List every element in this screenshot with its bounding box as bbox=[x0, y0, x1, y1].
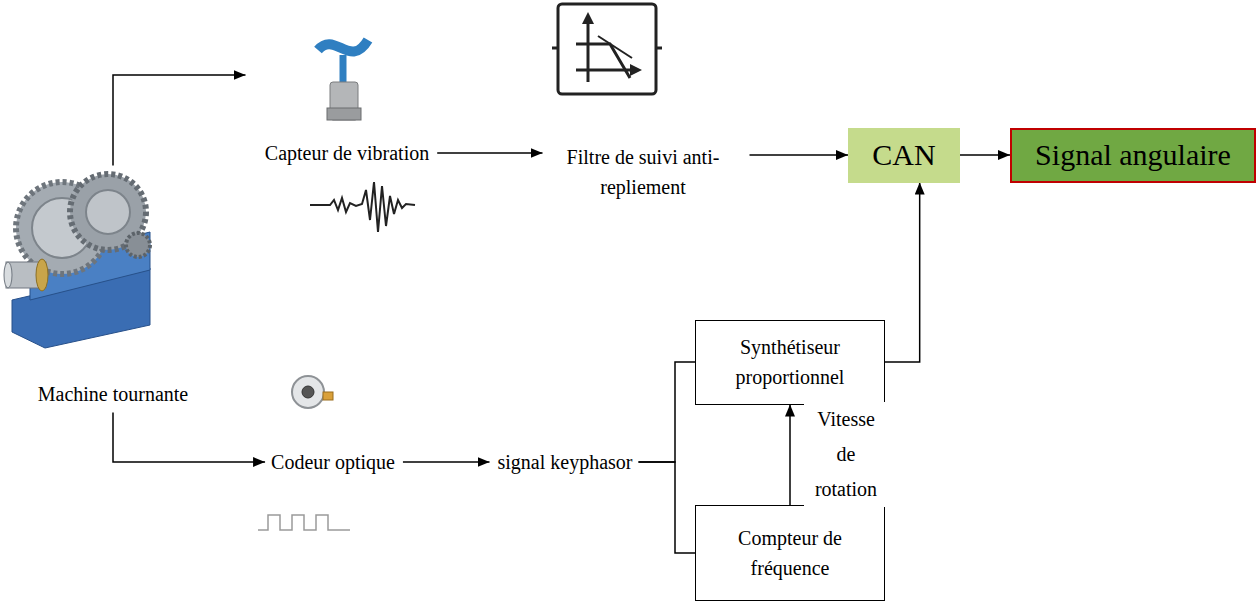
node-label: Machine tournante bbox=[38, 379, 189, 409]
node-label: Synthétiseur proportionnel bbox=[704, 332, 876, 392]
connector-arrow bbox=[113, 75, 246, 166]
encoder-picture bbox=[292, 376, 333, 408]
connector-arrow bbox=[437, 152, 542, 154]
gearbox-picture bbox=[4, 174, 150, 348]
node-label: Signal angulaire bbox=[1035, 135, 1231, 175]
connector-arrow bbox=[403, 461, 490, 463]
pulse-waveform bbox=[258, 515, 350, 530]
node-label: Compteur de fréquence bbox=[704, 523, 876, 583]
sensor-picture bbox=[318, 40, 368, 120]
connector-arrow bbox=[885, 183, 920, 363]
machine-node: Machine tournante bbox=[0, 166, 226, 411]
process-box: Synthétiseur proportionnel bbox=[695, 320, 885, 405]
signal-node: signal keyphasor bbox=[473, 445, 658, 479]
encoder-node: Codeur optique bbox=[253, 445, 413, 479]
edge-label: Vitesse de rotation bbox=[804, 402, 888, 507]
node-label: Filtre de suivi anti-repliement bbox=[551, 142, 736, 202]
vibration-waveform bbox=[310, 182, 415, 232]
connector-arrow bbox=[113, 413, 265, 463]
connector-arrow bbox=[638, 462, 695, 553]
filter-node: Filtre de suivi anti-repliement bbox=[543, 139, 743, 205]
connector-arrow bbox=[638, 362, 695, 462]
node-label: signal keyphasor bbox=[498, 447, 633, 477]
filter-icon bbox=[552, 4, 662, 94]
connector-arrow bbox=[789, 405, 791, 506]
connector-arrow bbox=[750, 154, 849, 156]
output-box: Signal angulaire bbox=[1010, 128, 1256, 183]
node-label: Capteur de vibration bbox=[265, 138, 429, 168]
node-label: CAN bbox=[872, 135, 935, 175]
process-box: Compteur de fréquence bbox=[695, 505, 885, 601]
node-label: Codeur optique bbox=[271, 447, 395, 477]
sensor-node: Capteur de vibration bbox=[250, 30, 445, 170]
converter-box: CAN bbox=[848, 128, 960, 183]
connector-arrow bbox=[960, 154, 1010, 156]
